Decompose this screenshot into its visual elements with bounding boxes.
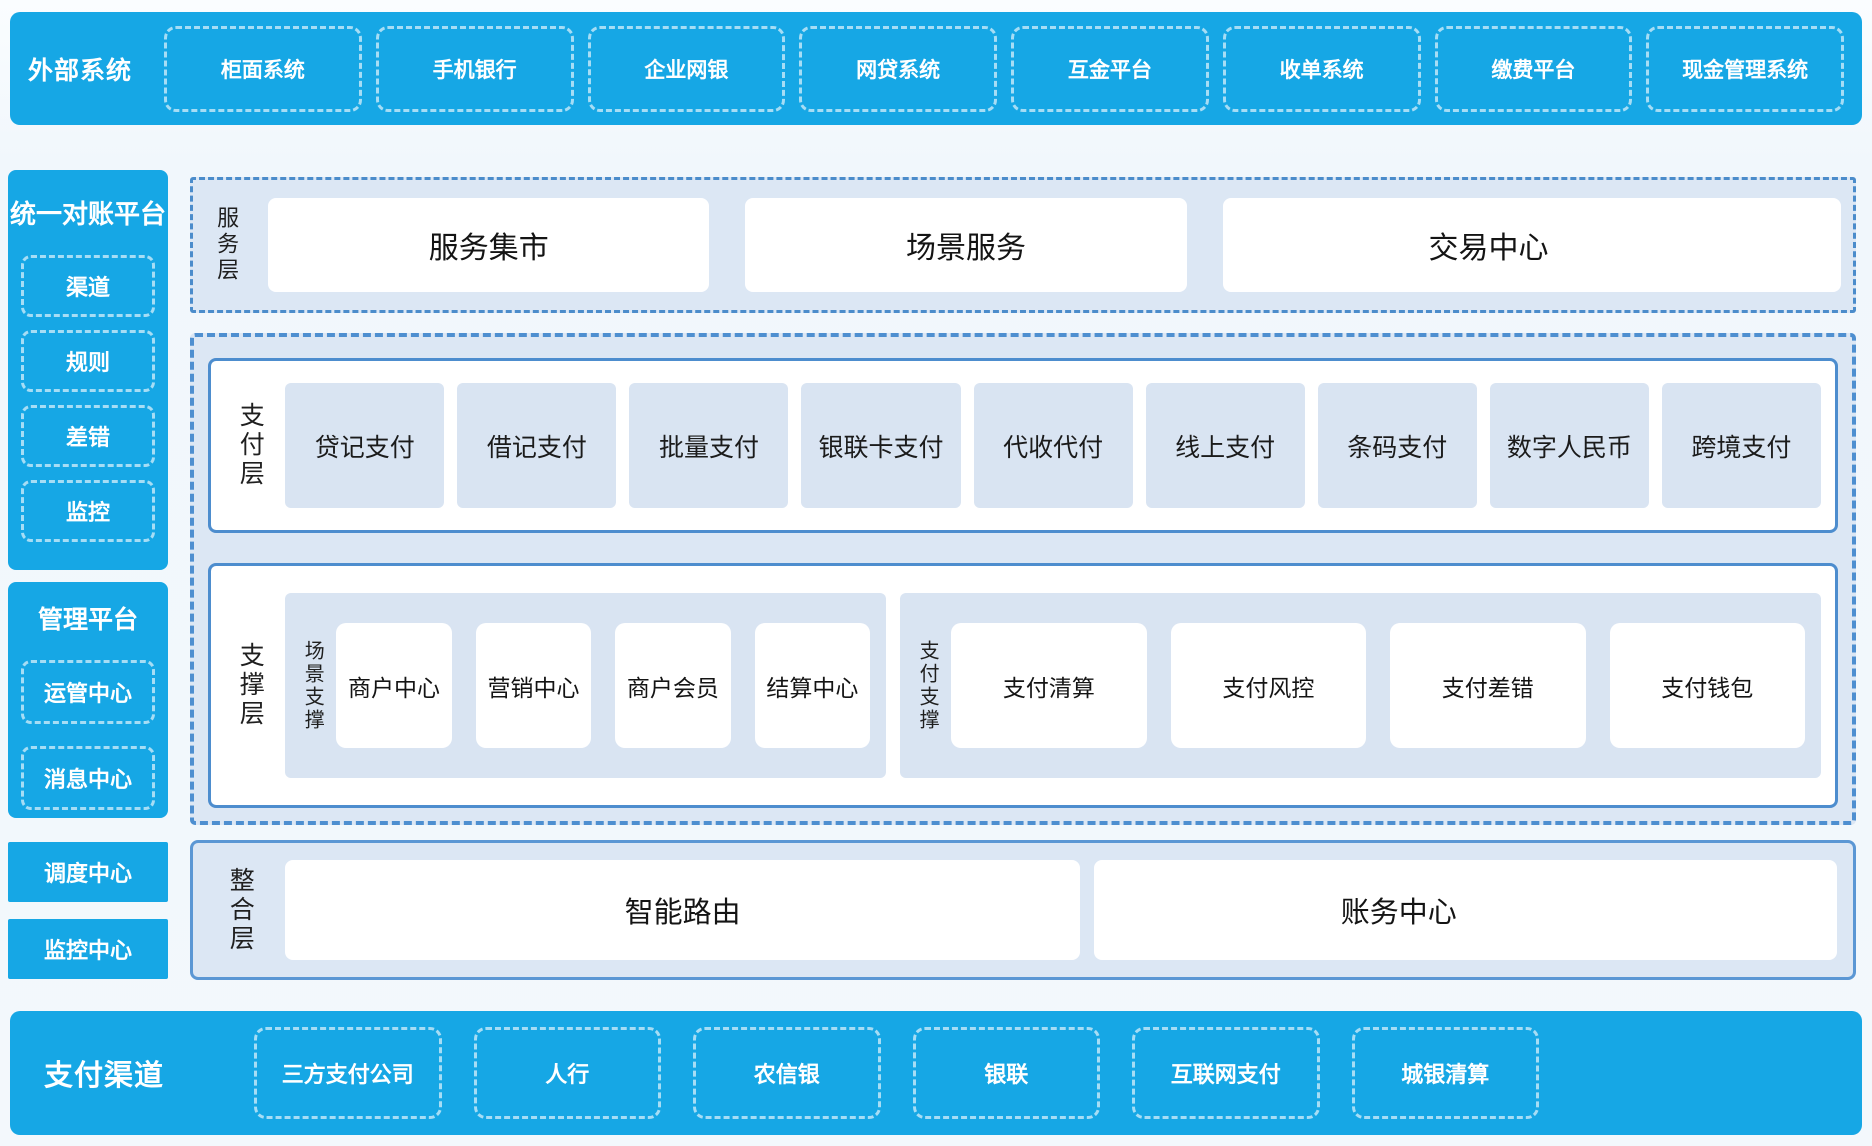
payment-item: 条码支付 bbox=[1317, 383, 1477, 508]
payment-item: 借记支付 bbox=[457, 383, 617, 508]
integration-layer-container: 整合层 智能路由 账务中心 bbox=[190, 840, 1856, 980]
integration-box: 智能路由 bbox=[285, 860, 1081, 960]
scene-support-item: 商户会员 bbox=[615, 623, 731, 748]
scene-support-items: 商户中心 营销中心 商户会员 结算中心 bbox=[336, 623, 871, 748]
payment-item: 数字人民币 bbox=[1489, 383, 1649, 508]
payment-channels-bar: 支付渠道 三方支付公司 人行 农信银 银联 互联网支付 城银清算 bbox=[10, 1011, 1862, 1135]
management-platform-panel: 管理平台 运管中心 消息中心 bbox=[8, 582, 168, 818]
payment-support-label: 支付支撑 bbox=[916, 639, 939, 732]
integration-layer-label: 整合层 bbox=[226, 866, 255, 954]
external-system-item: 企业网银 bbox=[587, 25, 786, 112]
service-layer-boxes: 服务集市 场景服务 交易中心 bbox=[268, 198, 1841, 292]
reconciliation-item: 规则 bbox=[21, 330, 155, 392]
management-platform-items: 运管中心 消息中心 bbox=[21, 660, 155, 810]
reconciliation-platform-panel: 统一对账平台 渠道 规则 差错 监控 bbox=[8, 170, 168, 570]
monitor-center-box: 监控中心 bbox=[8, 919, 168, 979]
reconciliation-item: 差错 bbox=[21, 405, 155, 467]
payment-item: 贷记支付 bbox=[285, 383, 445, 508]
payment-item: 批量支付 bbox=[629, 383, 789, 508]
service-layer-container: 服务层 服务集市 场景服务 交易中心 bbox=[190, 177, 1856, 313]
integration-box: 账务中心 bbox=[1094, 860, 1837, 960]
payment-item: 银联卡支付 bbox=[801, 383, 961, 508]
reconciliation-platform-items: 渠道 规则 差错 监控 bbox=[21, 255, 155, 542]
payment-support-item: 支付清算 bbox=[951, 623, 1147, 748]
payment-channel-item: 农信银 bbox=[693, 1027, 881, 1119]
scene-support-item: 营销中心 bbox=[475, 623, 592, 748]
dispatch-center-box: 调度中心 bbox=[8, 842, 168, 902]
support-layer-container: 支撑层 场景支撑 商户中心 营销中心 商户会员 结算中心 支付支撑 支付清算 支… bbox=[208, 563, 1838, 808]
reconciliation-item: 渠道 bbox=[21, 255, 155, 317]
payment-channel-item: 人行 bbox=[473, 1027, 661, 1119]
management-item: 消息中心 bbox=[21, 746, 155, 810]
external-system-item: 网贷系统 bbox=[799, 25, 997, 112]
payment-support-group: 支付支撑 支付清算 支付风控 支付差错 支付钱包 bbox=[900, 593, 1821, 778]
payment-channel-item: 三方支付公司 bbox=[254, 1027, 442, 1119]
payment-item: 代收代付 bbox=[973, 383, 1133, 508]
external-system-item: 互金平台 bbox=[1011, 25, 1209, 112]
core-dashed-container: 支付层 贷记支付 借记支付 批量支付 银联卡支付 代收代付 线上支付 条码支付 … bbox=[190, 333, 1856, 825]
payment-support-items: 支付清算 支付风控 支付差错 支付钱包 bbox=[951, 623, 1805, 748]
payment-support-item: 支付钱包 bbox=[1609, 623, 1805, 748]
external-system-item: 手机银行 bbox=[375, 25, 574, 112]
payment-channel-item: 互联网支付 bbox=[1132, 1027, 1320, 1119]
payment-layer-container: 支付层 贷记支付 借记支付 批量支付 银联卡支付 代收代付 线上支付 条码支付 … bbox=[208, 358, 1838, 533]
payment-channels-items: 三方支付公司 人行 农信银 银联 互联网支付 城银清算 bbox=[254, 1027, 1539, 1119]
service-layer-label: 服务层 bbox=[214, 206, 240, 284]
payment-support-item: 支付风控 bbox=[1170, 623, 1367, 748]
support-layer-groups: 场景支撑 商户中心 营销中心 商户会员 结算中心 支付支撑 支付清算 支付风控 … bbox=[285, 593, 1821, 778]
payment-channels-title: 支付渠道 bbox=[44, 1060, 165, 1092]
external-systems-items: 柜面系统 手机银行 企业网银 网贷系统 互金平台 收单系统 缴费平台 现金管理系… bbox=[164, 25, 1844, 112]
payment-support-item: 支付差错 bbox=[1390, 623, 1586, 748]
external-system-item: 柜面系统 bbox=[164, 25, 362, 112]
scene-support-item: 商户中心 bbox=[336, 623, 452, 748]
payment-item: 跨境支付 bbox=[1661, 383, 1821, 508]
payment-layer-items: 贷记支付 借记支付 批量支付 银联卡支付 代收代付 线上支付 条码支付 数字人民… bbox=[285, 383, 1821, 508]
scene-support-label: 场景支撑 bbox=[301, 639, 324, 732]
service-box: 交易中心 bbox=[1222, 198, 1841, 292]
payment-channel-item: 城银清算 bbox=[1351, 1027, 1539, 1119]
management-platform-title: 管理平台 bbox=[37, 606, 138, 634]
payment-layer-label: 支付层 bbox=[236, 402, 265, 489]
reconciliation-platform-title: 统一对账平台 bbox=[9, 199, 166, 229]
payment-channel-item: 银联 bbox=[912, 1027, 1100, 1119]
management-item: 运管中心 bbox=[21, 660, 155, 724]
scene-support-group: 场景支撑 商户中心 营销中心 商户会员 结算中心 bbox=[285, 593, 887, 778]
external-system-item: 收单系统 bbox=[1222, 25, 1421, 112]
payment-item: 线上支付 bbox=[1145, 383, 1305, 508]
external-systems-bar: 外部系统 柜面系统 手机银行 企业网银 网贷系统 互金平台 收单系统 缴费平台 … bbox=[10, 12, 1862, 125]
external-systems-title: 外部系统 bbox=[28, 56, 133, 85]
integration-layer-boxes: 智能路由 账务中心 bbox=[285, 860, 1837, 960]
support-layer-label: 支撑层 bbox=[236, 642, 265, 729]
service-box: 服务集市 bbox=[268, 198, 710, 292]
scene-support-item: 结算中心 bbox=[754, 623, 871, 748]
external-system-item: 现金管理系统 bbox=[1646, 25, 1844, 112]
external-system-item: 缴费平台 bbox=[1434, 25, 1633, 112]
service-box: 场景服务 bbox=[745, 198, 1187, 292]
reconciliation-item: 监控 bbox=[21, 480, 155, 542]
